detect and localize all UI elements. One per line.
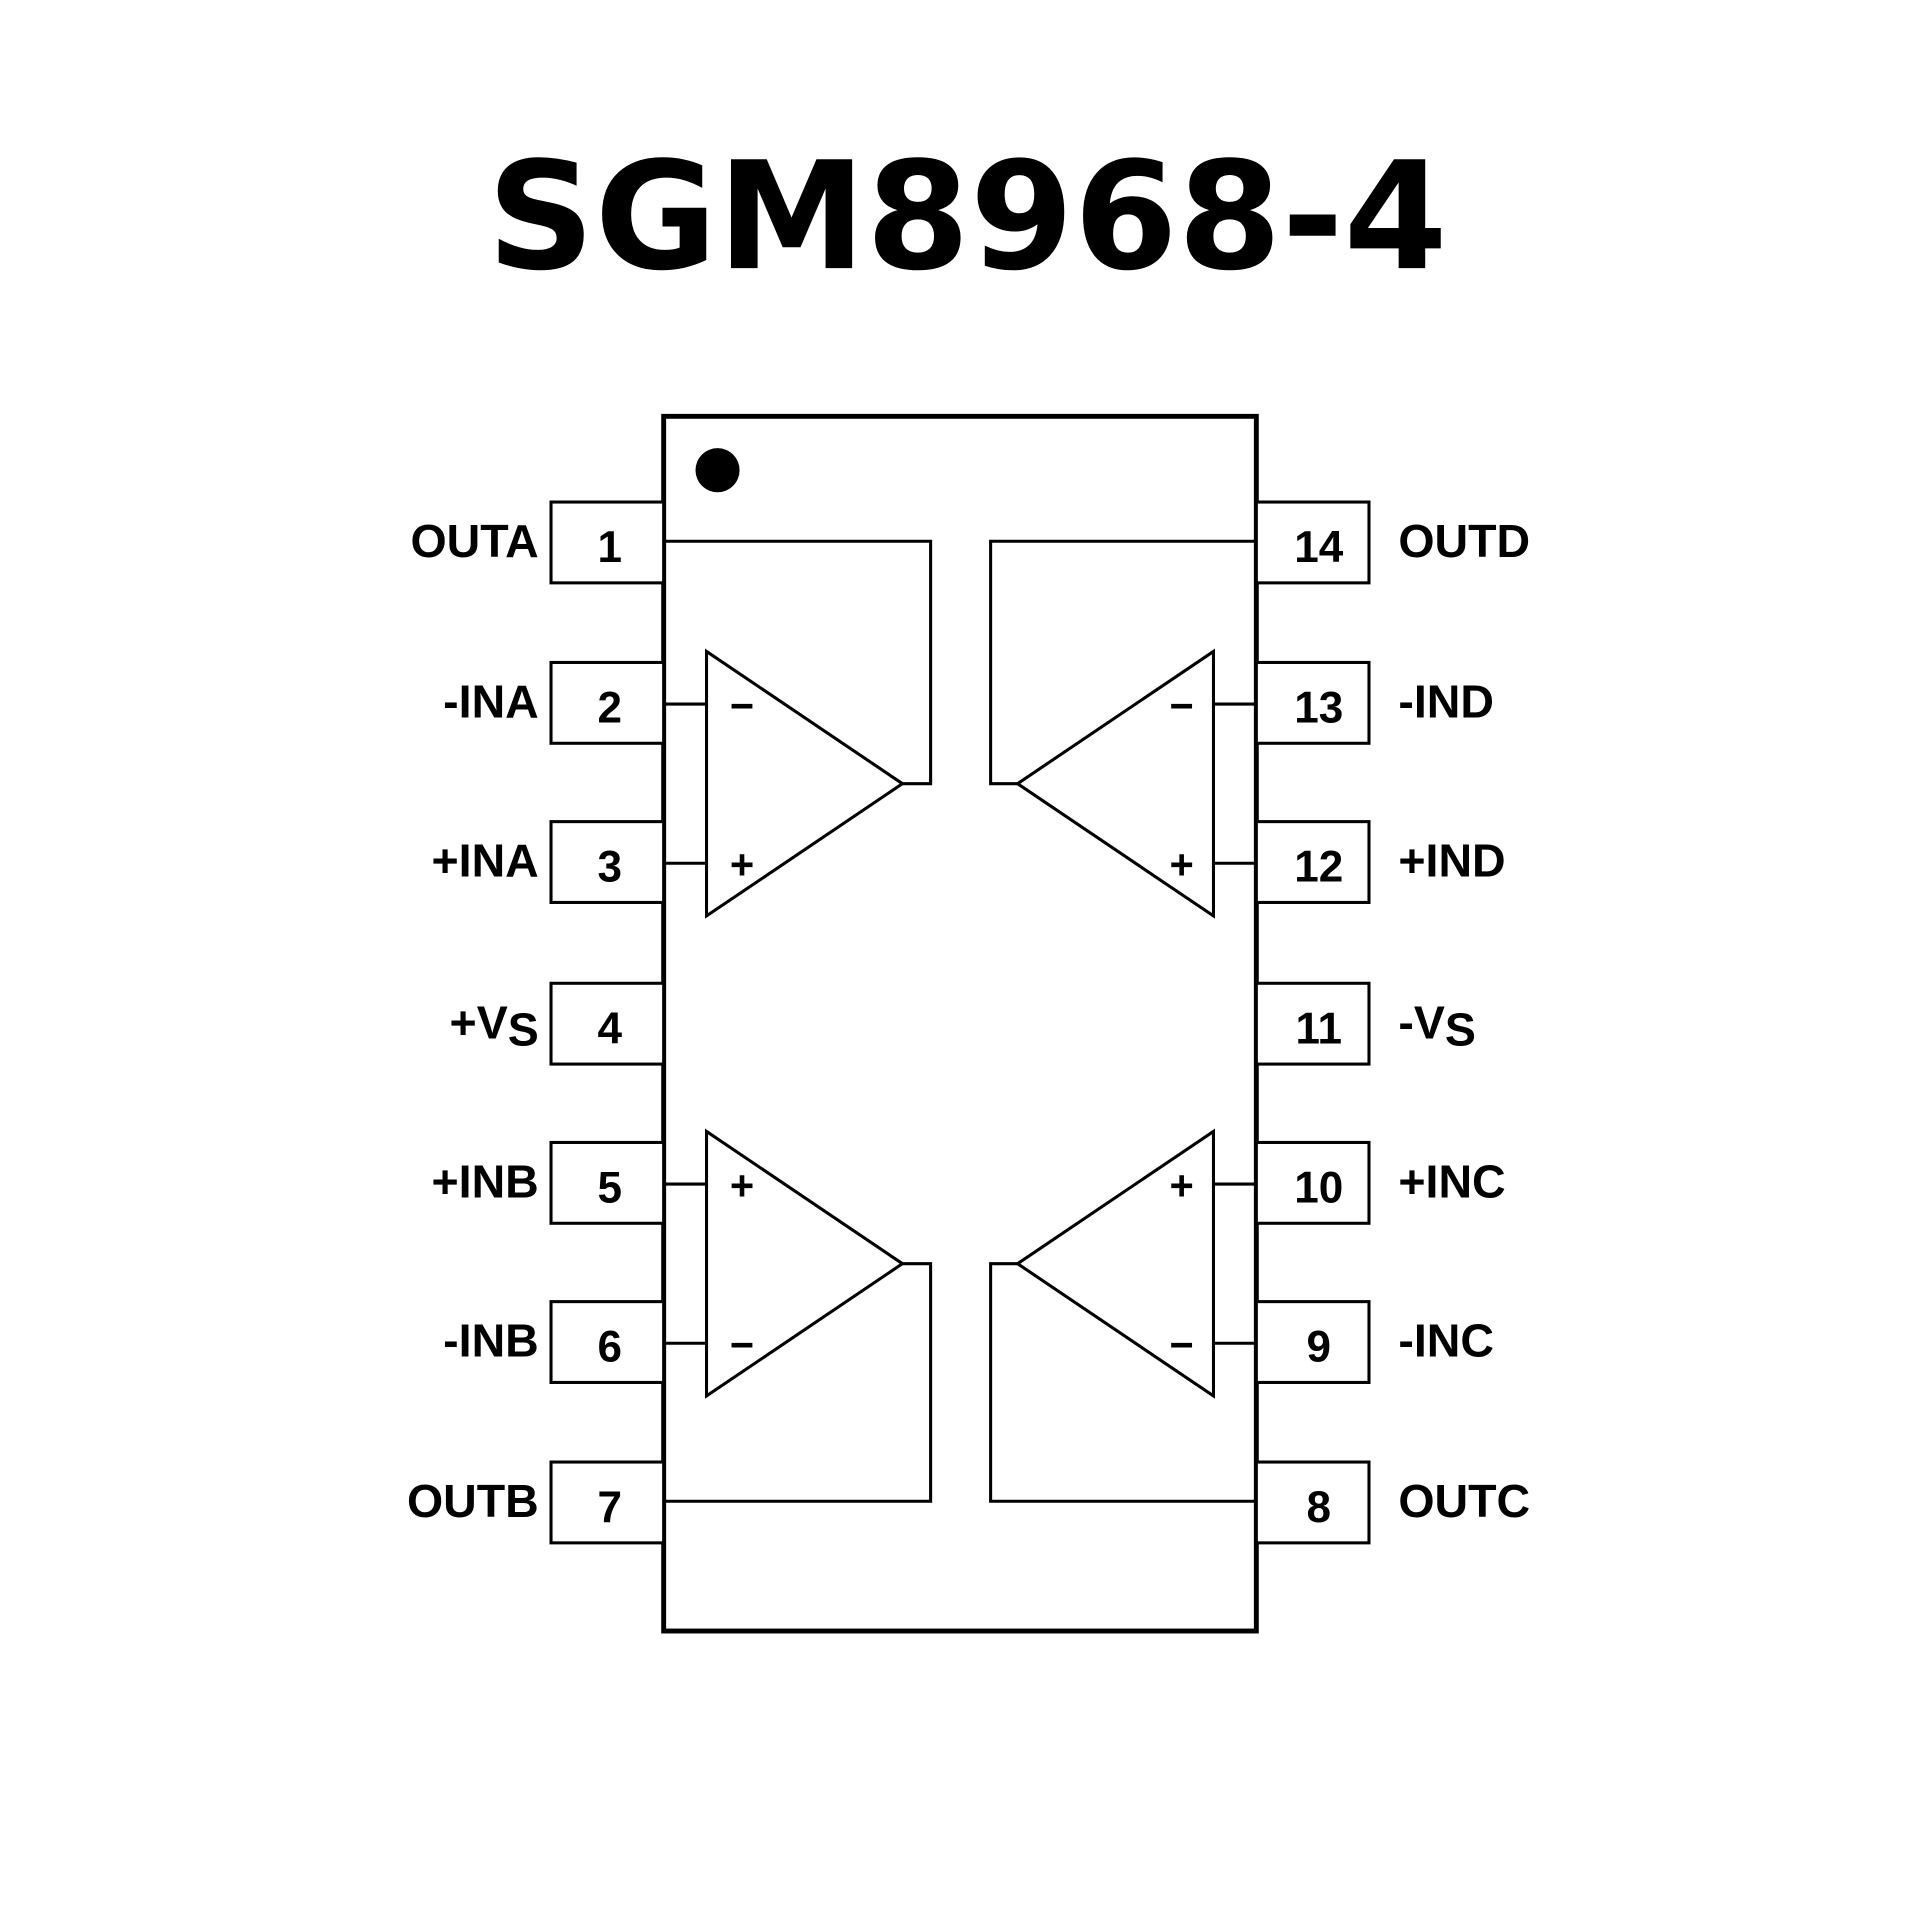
op-amp-A: −+ xyxy=(663,539,933,919)
input-sign: − xyxy=(1169,1321,1193,1368)
pin-label: +INC xyxy=(1398,1156,1505,1208)
pin-6: 6 -INB xyxy=(443,1300,666,1384)
pin-14: 14 OUTD xyxy=(1254,500,1530,585)
pin-8: 8 OUTC xyxy=(1254,1460,1530,1545)
pin-label: -IND xyxy=(1398,676,1494,728)
input-sign: − xyxy=(1169,682,1193,729)
op-amp-B: +− xyxy=(663,1128,933,1503)
pin-number: 11 xyxy=(1295,1004,1342,1053)
pin-10: 10 +INC xyxy=(1254,1140,1506,1225)
input-sign: + xyxy=(1169,841,1193,888)
pin-number: 4 xyxy=(598,1004,623,1053)
pin-label: +INB xyxy=(431,1156,538,1208)
pin-1: 1 OUTA xyxy=(410,500,666,585)
pin-box xyxy=(549,660,666,745)
pin-number: 5 xyxy=(598,1163,623,1212)
pin-label: -INA xyxy=(443,676,539,728)
pin-box xyxy=(549,1300,666,1384)
pin-box xyxy=(1254,981,1371,1066)
pin-number: 8 xyxy=(1307,1483,1332,1532)
pin-number: 13 xyxy=(1294,683,1343,732)
pin-box xyxy=(1254,820,1371,904)
op-amp-triangle xyxy=(1014,1128,1215,1399)
pin-4: 4 +VS xyxy=(450,981,666,1066)
op-amp-triangle xyxy=(705,648,906,919)
pin-box xyxy=(1254,660,1371,745)
pin-box xyxy=(1254,500,1371,585)
output-wire xyxy=(989,1262,1257,1503)
pin-number: 10 xyxy=(1294,1163,1343,1212)
op-amp-C: +− xyxy=(989,1128,1257,1503)
input-sign: − xyxy=(730,682,754,729)
pin-2: 2 -INA xyxy=(443,660,666,745)
pin-number: 9 xyxy=(1307,1323,1332,1372)
op-amp-triangle xyxy=(1014,648,1215,919)
output-wire xyxy=(663,539,933,786)
input-sign: + xyxy=(730,841,754,888)
pin-number: 6 xyxy=(598,1323,623,1372)
op-amp-triangle xyxy=(705,1128,906,1399)
pin-label: -INB xyxy=(443,1315,539,1367)
pin-9: 9 -INC xyxy=(1254,1300,1494,1384)
pin-5: 5 +INB xyxy=(431,1140,666,1225)
pin-13: 13 -IND xyxy=(1254,660,1494,745)
input-sign: + xyxy=(1169,1162,1193,1209)
pin-label: OUTA xyxy=(410,515,538,567)
pin-11: 11 -VS xyxy=(1254,981,1476,1066)
input-sign: + xyxy=(730,1162,754,1209)
pin-label: OUTD xyxy=(1398,515,1530,567)
pin-label: -VS xyxy=(1398,996,1476,1055)
pin-number: 1 xyxy=(598,523,623,572)
pin-number: 3 xyxy=(598,843,623,892)
pin-box xyxy=(549,820,666,904)
pin-box xyxy=(549,981,666,1066)
pin-number: 2 xyxy=(598,683,623,732)
pin1-marker-dot xyxy=(695,448,740,493)
pin-label: +IND xyxy=(1398,835,1505,887)
pin-label: +VS xyxy=(450,996,539,1055)
pin-label: OUTB xyxy=(407,1475,539,1527)
pin-box xyxy=(549,500,666,585)
pin-label: -INC xyxy=(1398,1315,1494,1367)
chip-body xyxy=(661,413,1259,1634)
pin-7: 7 OUTB xyxy=(407,1460,666,1545)
output-wire xyxy=(989,539,1257,786)
pin-label: +INA xyxy=(431,835,538,887)
pin-box xyxy=(549,1140,666,1225)
pin-number: 7 xyxy=(598,1483,623,1532)
input-sign: − xyxy=(730,1321,754,1368)
pin-3: 3 +INA xyxy=(431,820,666,904)
pin-number: 12 xyxy=(1294,843,1343,892)
pin-number: 14 xyxy=(1294,523,1344,572)
output-wire xyxy=(663,1262,933,1503)
pin-box xyxy=(549,1460,666,1545)
chip-title: SGM8968-4 xyxy=(487,130,1448,304)
pin-12: 12 +IND xyxy=(1254,820,1506,904)
op-amp-D: −+ xyxy=(989,539,1257,919)
pin-label: OUTC xyxy=(1398,1475,1530,1527)
